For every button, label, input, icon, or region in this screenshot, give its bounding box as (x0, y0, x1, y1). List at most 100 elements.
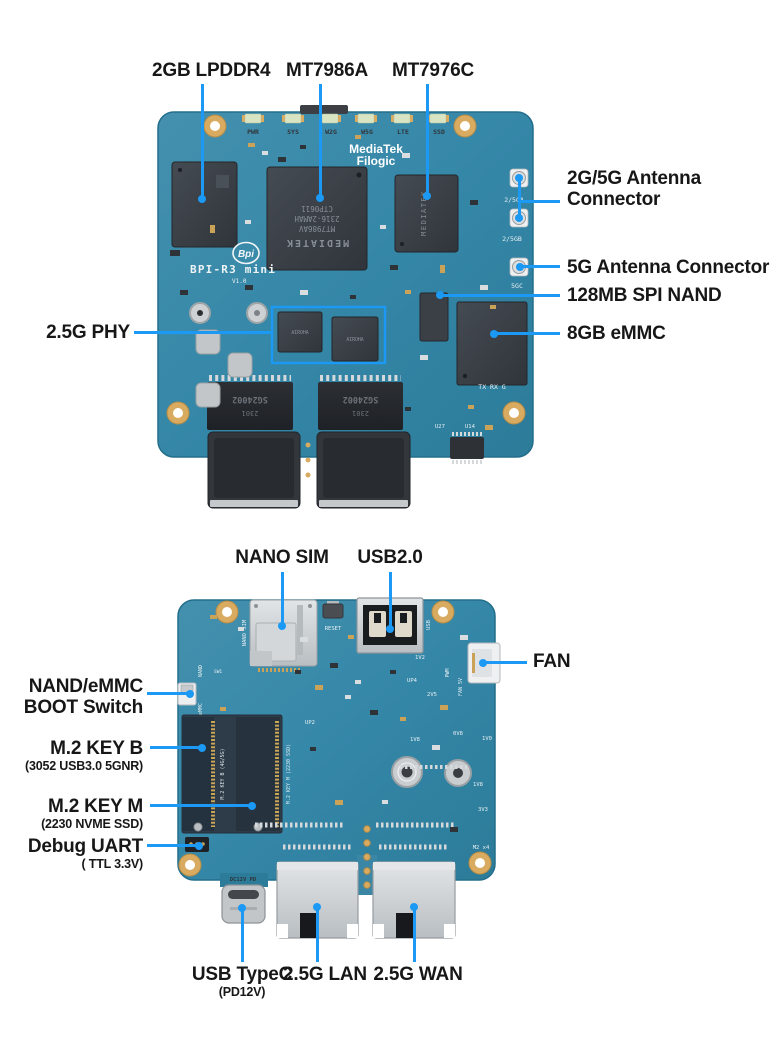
led-label-lte: LTE (397, 128, 409, 136)
m2-key-m-title: M.2 KEY M (48, 796, 143, 817)
callout-dot-antenna-a (515, 174, 523, 182)
silkscreen-m2-key-b: M.2 KEY B (4G/5G) (220, 748, 226, 799)
silkscreen-u27: U27 (435, 424, 445, 430)
callout-dot-antenna-b (515, 214, 523, 222)
led-label-w2g: W2G (325, 128, 337, 136)
callout-line-spi-nand (440, 294, 560, 297)
callout-label-m2-key-m: M.2 KEY M (2230 NVME SSD) (8, 796, 143, 831)
svg-text:AIROHA: AIROHA (291, 330, 308, 336)
top-edge-connector (300, 105, 348, 114)
board-name-silkscreen: BPI-R3 mini (190, 263, 276, 276)
callout-dot-wan (410, 903, 418, 911)
callout-dot-lan (313, 903, 321, 911)
callout-dot-wifi (423, 192, 431, 200)
callout-line-soc (319, 84, 322, 196)
callout-line-m2-key-m (150, 804, 252, 807)
callout-label-antenna-5g: 5G Antenna Connector (567, 257, 770, 278)
debug-uart-subtitle: ( TTL 3.3V) (81, 857, 144, 871)
soc-part-marking: MT7986AV (298, 224, 335, 233)
callout-label-wifi: MT7976C (392, 60, 475, 81)
silkscreen-sw1: SW1 (214, 669, 222, 675)
callout-line-nano-sim (281, 572, 284, 625)
callout-line-emmc (494, 332, 560, 335)
standoffs (189, 302, 268, 324)
svg-text:2301: 2301 (352, 409, 369, 417)
callout-dot-fan (479, 659, 487, 667)
silkscreen-reset: RESET (325, 626, 342, 632)
passive-components (170, 135, 496, 430)
board-version-silkscreen: V1.0 (232, 278, 247, 285)
svg-text:AIROHA: AIROHA (346, 337, 363, 343)
svg-text:MediaTek: MediaTek (349, 142, 403, 156)
svg-text:0V8: 0V8 (453, 731, 463, 737)
svg-text:SG24002: SG24002 (343, 394, 379, 404)
nano-sim-slot (249, 599, 318, 672)
callout-dot-lpddr4 (198, 195, 206, 203)
callout-label-lpddr4: 2GB LPDDR4 (152, 60, 271, 81)
rj45-back-1 (207, 431, 301, 509)
callout-label-nano-sim: NANO SIM (235, 547, 329, 568)
fan-connector (467, 642, 501, 684)
callout-dot-debug-uart (195, 842, 203, 850)
silkscreen-fan-5v: FAN 5V (458, 678, 464, 696)
callout-dot-m2-key-b (198, 744, 206, 752)
callout-dot-spi-nand (436, 291, 444, 299)
callout-line-lpddr4 (201, 84, 204, 198)
led-label-ssd: SSD (433, 128, 445, 136)
mounting-holes-bottom (178, 600, 492, 877)
silkscreen-u14: U14 (465, 424, 476, 430)
wifi-brand-marking: MEDIATEK (420, 190, 428, 236)
callout-label-emmc: 8GB eMMC (567, 323, 666, 344)
callout-line-debug-uart (147, 844, 199, 847)
emmc-chip (456, 301, 528, 386)
typec-pcb-tab (220, 873, 268, 887)
m2-key-m-socket (236, 717, 280, 831)
rj45-lan-jack (276, 861, 359, 939)
ethernet-transformer-2: 2301 SG24002 (318, 375, 403, 430)
callout-line-antenna-vert (518, 178, 521, 218)
callout-dot-usb-typec (238, 904, 246, 912)
callout-dot-emmc (490, 330, 498, 338)
mt7986a-soc-chip: MEDIATEK MT7986AV 2316-2AMAH CTP0611 (266, 166, 368, 271)
callout-label-usb-typec: USB TypeC (PD12V) (172, 964, 312, 999)
svg-text:2301: 2301 (242, 409, 259, 417)
voltage-silkscreen: 1V2 UP4 2V5 UP2 0V8 1V0 1V8 1V8 3V3 M2 x… (305, 655, 492, 851)
callout-line-wifi (426, 84, 429, 194)
silkscreen-m2-key-m: M.2 KEY M (2230 SSD) (286, 744, 292, 804)
silkscreen-5gc: 5GC (511, 282, 523, 290)
inductors (195, 329, 253, 408)
mediatek-filogic-logo: MediaTek Filogic (349, 142, 403, 168)
rj45-wan-jack (372, 861, 456, 939)
svg-text:2V5: 2V5 (427, 692, 437, 698)
lpddr4-chip (171, 161, 238, 248)
callout-dot-boot-switch (186, 690, 194, 698)
mounting-holes (166, 114, 526, 425)
silkscreen-usb: USB (426, 619, 432, 630)
callout-label-soc: MT7986A (286, 60, 369, 81)
debug-uart-title: Debug UART (27, 836, 143, 857)
m2-key-b-title: M.2 KEY B (50, 738, 143, 759)
usb-typec-subtitle: (PD12V) (218, 985, 266, 999)
rj45-back-2 (316, 431, 411, 509)
svg-text:M2 x4: M2 x4 (473, 845, 490, 851)
callout-dot-soc (316, 194, 324, 202)
callout-line-m2-key-b (150, 746, 202, 749)
svg-text:Filogic: Filogic (357, 154, 396, 168)
svg-text:1V2: 1V2 (415, 655, 425, 661)
silkscreen-2-5gb: 2/5GB (502, 235, 522, 243)
callout-dot-usb20 (386, 625, 394, 633)
svg-text:1V0: 1V0 (482, 736, 492, 742)
board-top-view: PWR SYS W2G W5G LTE SSD MediaTek Filogic… (157, 105, 534, 509)
callout-line-boot-switch (147, 692, 190, 695)
bpi-logo: Bpi (232, 241, 260, 265)
m2-key-b-subtitle: (3052 USB3.0 5GNR) (25, 759, 143, 773)
callout-dot-m2-key-m (248, 802, 256, 810)
silkscreen-tx-rx-g: TX RX G (478, 383, 505, 391)
silkscreen-nand: NAND (198, 665, 204, 677)
callout-line-antenna-horiz (519, 200, 560, 203)
led-label-w5g: W5G (361, 128, 373, 136)
callout-label-m2-key-b: M.2 KEY B (3052 USB3.0 5GNR) (8, 738, 143, 773)
callout-label-antenna-2g5g: 2G/5G Antenna Connector (567, 168, 701, 210)
phy-highlight-box (270, 305, 387, 365)
callout-label-usb20: USB2.0 (357, 547, 423, 568)
